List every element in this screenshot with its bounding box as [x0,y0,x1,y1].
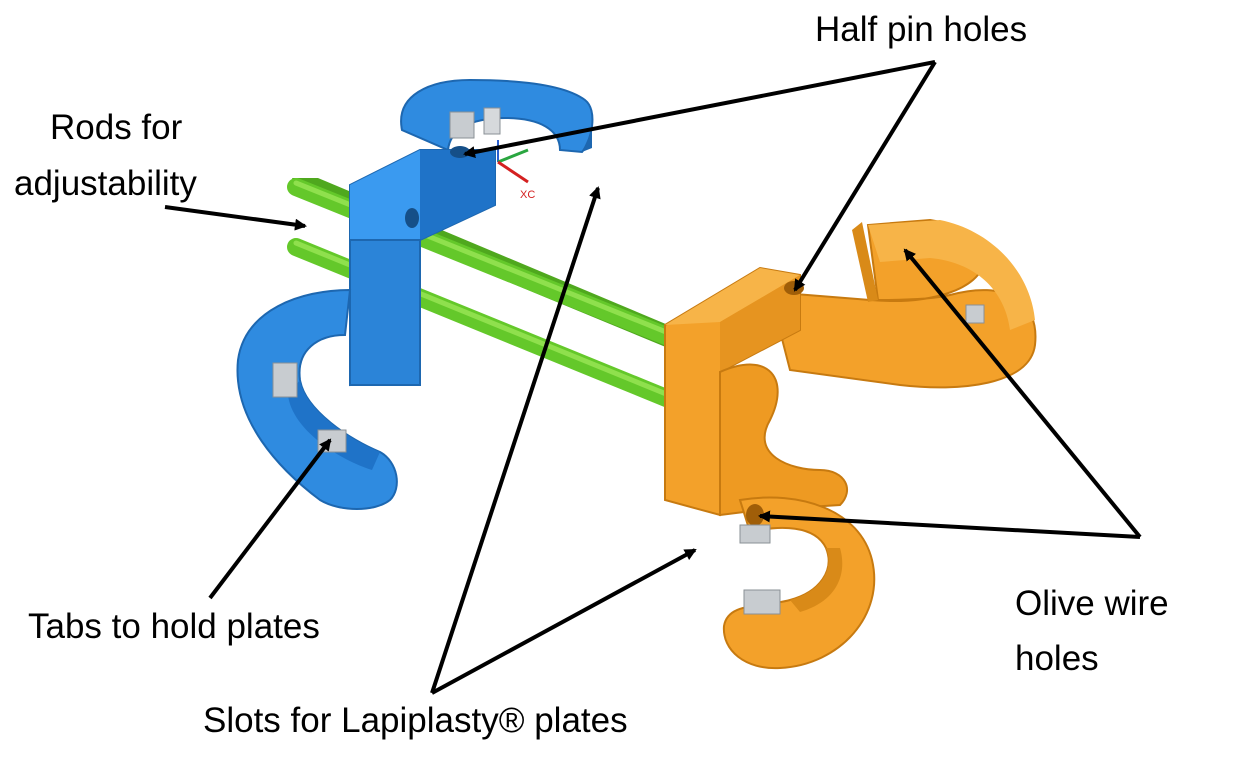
label-olive-line1: Olive wire [1015,584,1169,623]
arrow-slots-2 [431,548,697,695]
arrow-slots-1 [430,186,601,694]
arrow-olive-1 [903,248,1142,539]
arrow-half-pin-1 [463,60,936,158]
arrow-olive-2 [758,510,1141,539]
label-rods-line2: adjustability [14,164,197,203]
label-rods-line1: Rods for [50,108,183,147]
coordinate-axis-icon: XC [497,140,535,201]
arrow-half-pin-2 [793,60,937,292]
callout-arrows [164,60,1142,695]
label-tabs: Tabs to hold plates [28,607,320,646]
label-olive-line2: holes [1015,639,1099,678]
blue-clamp-part [236,78,594,510]
axis-label: XC [520,189,535,201]
label-slots: Slots for Lapiplasty® plates [203,701,628,740]
arrow-tabs [208,438,332,600]
orange-clamp-part [664,218,1037,670]
label-half-pin-holes: Half pin holes [815,10,1028,49]
arrow-rods [164,205,307,231]
